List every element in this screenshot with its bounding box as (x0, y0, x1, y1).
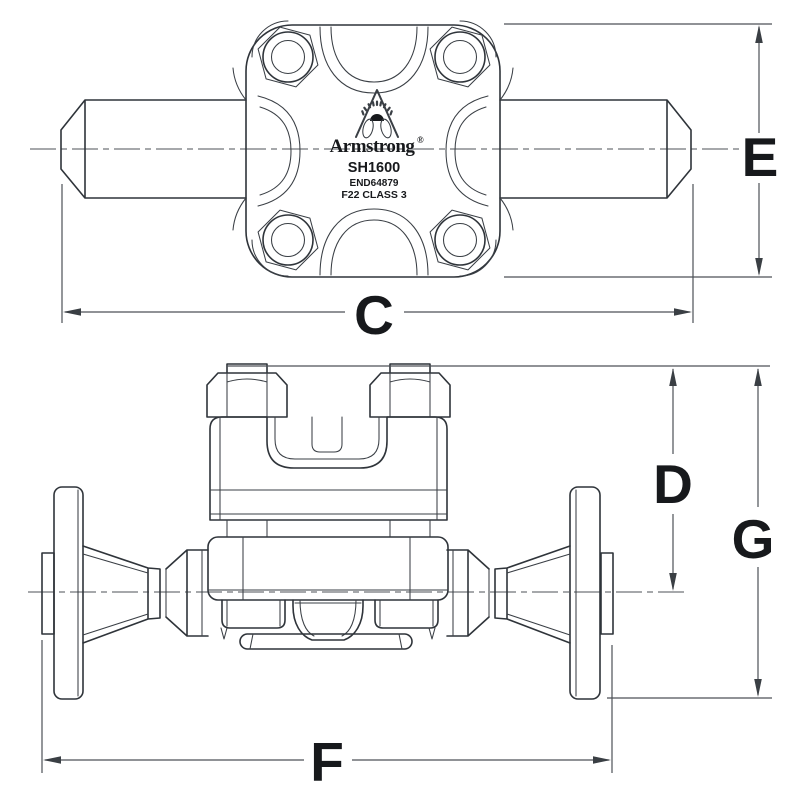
dimension-f: F (41, 640, 613, 793)
cast-saddles (319, 26, 429, 276)
bottom-bar (239, 633, 413, 650)
arrowhead-up (755, 25, 763, 43)
right-flange-assembly (446, 486, 614, 700)
bonnet-outline (209, 416, 448, 521)
right-hub (600, 552, 614, 635)
right-socket (446, 549, 490, 637)
right-cone-inner (488, 553, 571, 636)
bolt-outer-bottom-right (434, 214, 486, 266)
dimension-e: E (504, 23, 779, 278)
cap-body-outline (245, 24, 501, 278)
dimension-c: C (61, 184, 694, 346)
bolt-hexagons (257, 26, 491, 271)
right-flange (569, 486, 601, 700)
dimension-g: G (607, 368, 775, 699)
bolt-outer-bottom-left (262, 214, 314, 266)
dimension-label-c: C (354, 284, 394, 346)
arrowhead-right (593, 756, 611, 764)
arrowhead-up (669, 368, 677, 386)
top-view: Armstrong ® SH1600 END64879 F22 CLASS 3 (30, 20, 742, 278)
dimension-label-d: D (653, 453, 693, 515)
heat-code: END64879 (350, 178, 399, 189)
left-cone-inner (82, 553, 167, 636)
brand-wordmark: Armstrong (330, 136, 416, 157)
left-hub (41, 552, 55, 635)
bolt-outer-top-right (434, 31, 486, 83)
left-flange-assembly (41, 486, 209, 700)
bolt-inner-top-left (270, 39, 306, 75)
arrowhead-up (754, 368, 762, 386)
right-cone (494, 545, 571, 644)
left-socket (165, 549, 209, 637)
armstrong-logo-icon (355, 89, 399, 139)
bolt-inner-top-right (442, 39, 478, 75)
arrowhead-right (674, 308, 692, 316)
dimension-label-f: F (310, 731, 344, 793)
bolt-inner-bottom-left (270, 222, 306, 258)
bonnet-details (209, 416, 448, 538)
front-view (28, 363, 688, 700)
corner-bosses (251, 20, 497, 277)
bottom-bar-details (249, 633, 403, 650)
cast-side-brackets (257, 95, 489, 207)
model-number: SH1600 (348, 160, 400, 176)
arrowhead-left (43, 756, 61, 764)
dimension-label-e: E (742, 126, 779, 188)
inlet-pipe (60, 99, 247, 199)
drain-cup-details (294, 599, 362, 637)
registered-mark: ® (417, 135, 424, 145)
outlet-pipe (499, 99, 692, 199)
arrowhead-down (669, 573, 677, 591)
arrowhead-down (754, 679, 762, 697)
bolt-inner-bottom-right (442, 222, 478, 258)
arrowhead-left (63, 308, 81, 316)
dimension-label-g: G (732, 508, 775, 570)
drain-cup (292, 599, 364, 641)
logo-center-dot (370, 114, 384, 121)
under-body-hex-bosses (221, 599, 439, 629)
body-details (207, 536, 449, 601)
bolt-outer-top-left (262, 31, 314, 83)
material-spec: F22 CLASS 3 (341, 189, 407, 201)
left-cone (82, 545, 161, 644)
body-outline (207, 536, 449, 601)
hex-boss-facets (220, 599, 436, 640)
arrowhead-down (755, 258, 763, 276)
nut-facets (226, 372, 431, 418)
left-flange (53, 486, 84, 700)
pipe-fairings (232, 67, 514, 231)
bonnet-studs-and-nuts (206, 363, 451, 418)
dimension-d: D (227, 365, 770, 591)
